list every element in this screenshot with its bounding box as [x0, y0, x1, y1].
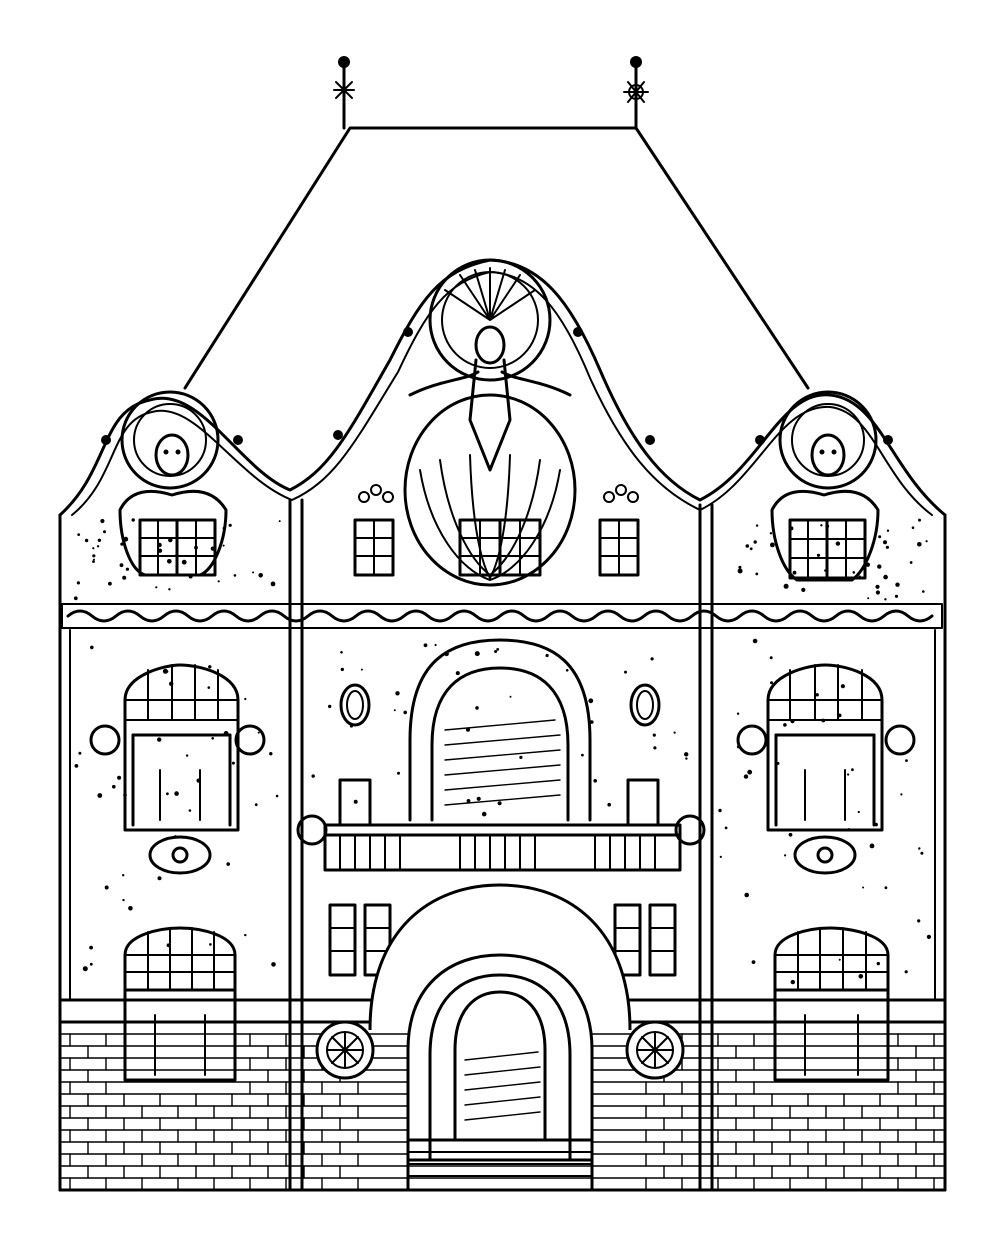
- small-window-right: [613, 903, 677, 977]
- oval-window-left: [339, 683, 371, 727]
- right-upper-window: [788, 518, 867, 580]
- left-middle-window: [89, 663, 266, 875]
- medallion-right: [625, 1020, 685, 1080]
- right-lower-window: [773, 926, 890, 1082]
- left-gable-ornament: [118, 390, 228, 577]
- medallion-left: [315, 1020, 375, 1080]
- oval-window-right: [629, 683, 661, 727]
- central-crest: [403, 258, 577, 587]
- walls: [58, 498, 947, 1192]
- right-middle-window: [736, 663, 916, 875]
- upper-window-center-right: [598, 484, 640, 577]
- right-finial: [623, 56, 649, 130]
- gable-outline: [58, 258, 947, 517]
- left-finial: [333, 56, 355, 130]
- entrance-portal: [368, 883, 632, 1162]
- right-gable-ornament: [770, 390, 880, 582]
- left-upper-window: [138, 518, 217, 577]
- central-arched-window: [408, 638, 592, 822]
- left-lower-window: [123, 926, 237, 1082]
- garland-frieze: [61, 603, 943, 629]
- balcony: [296, 778, 706, 872]
- upper-window-center: [458, 518, 542, 577]
- roof: [183, 56, 810, 390]
- upper-window-center-left: [353, 484, 395, 577]
- entrance-steps: [406, 1138, 594, 1192]
- wall-stipple: [73, 518, 932, 985]
